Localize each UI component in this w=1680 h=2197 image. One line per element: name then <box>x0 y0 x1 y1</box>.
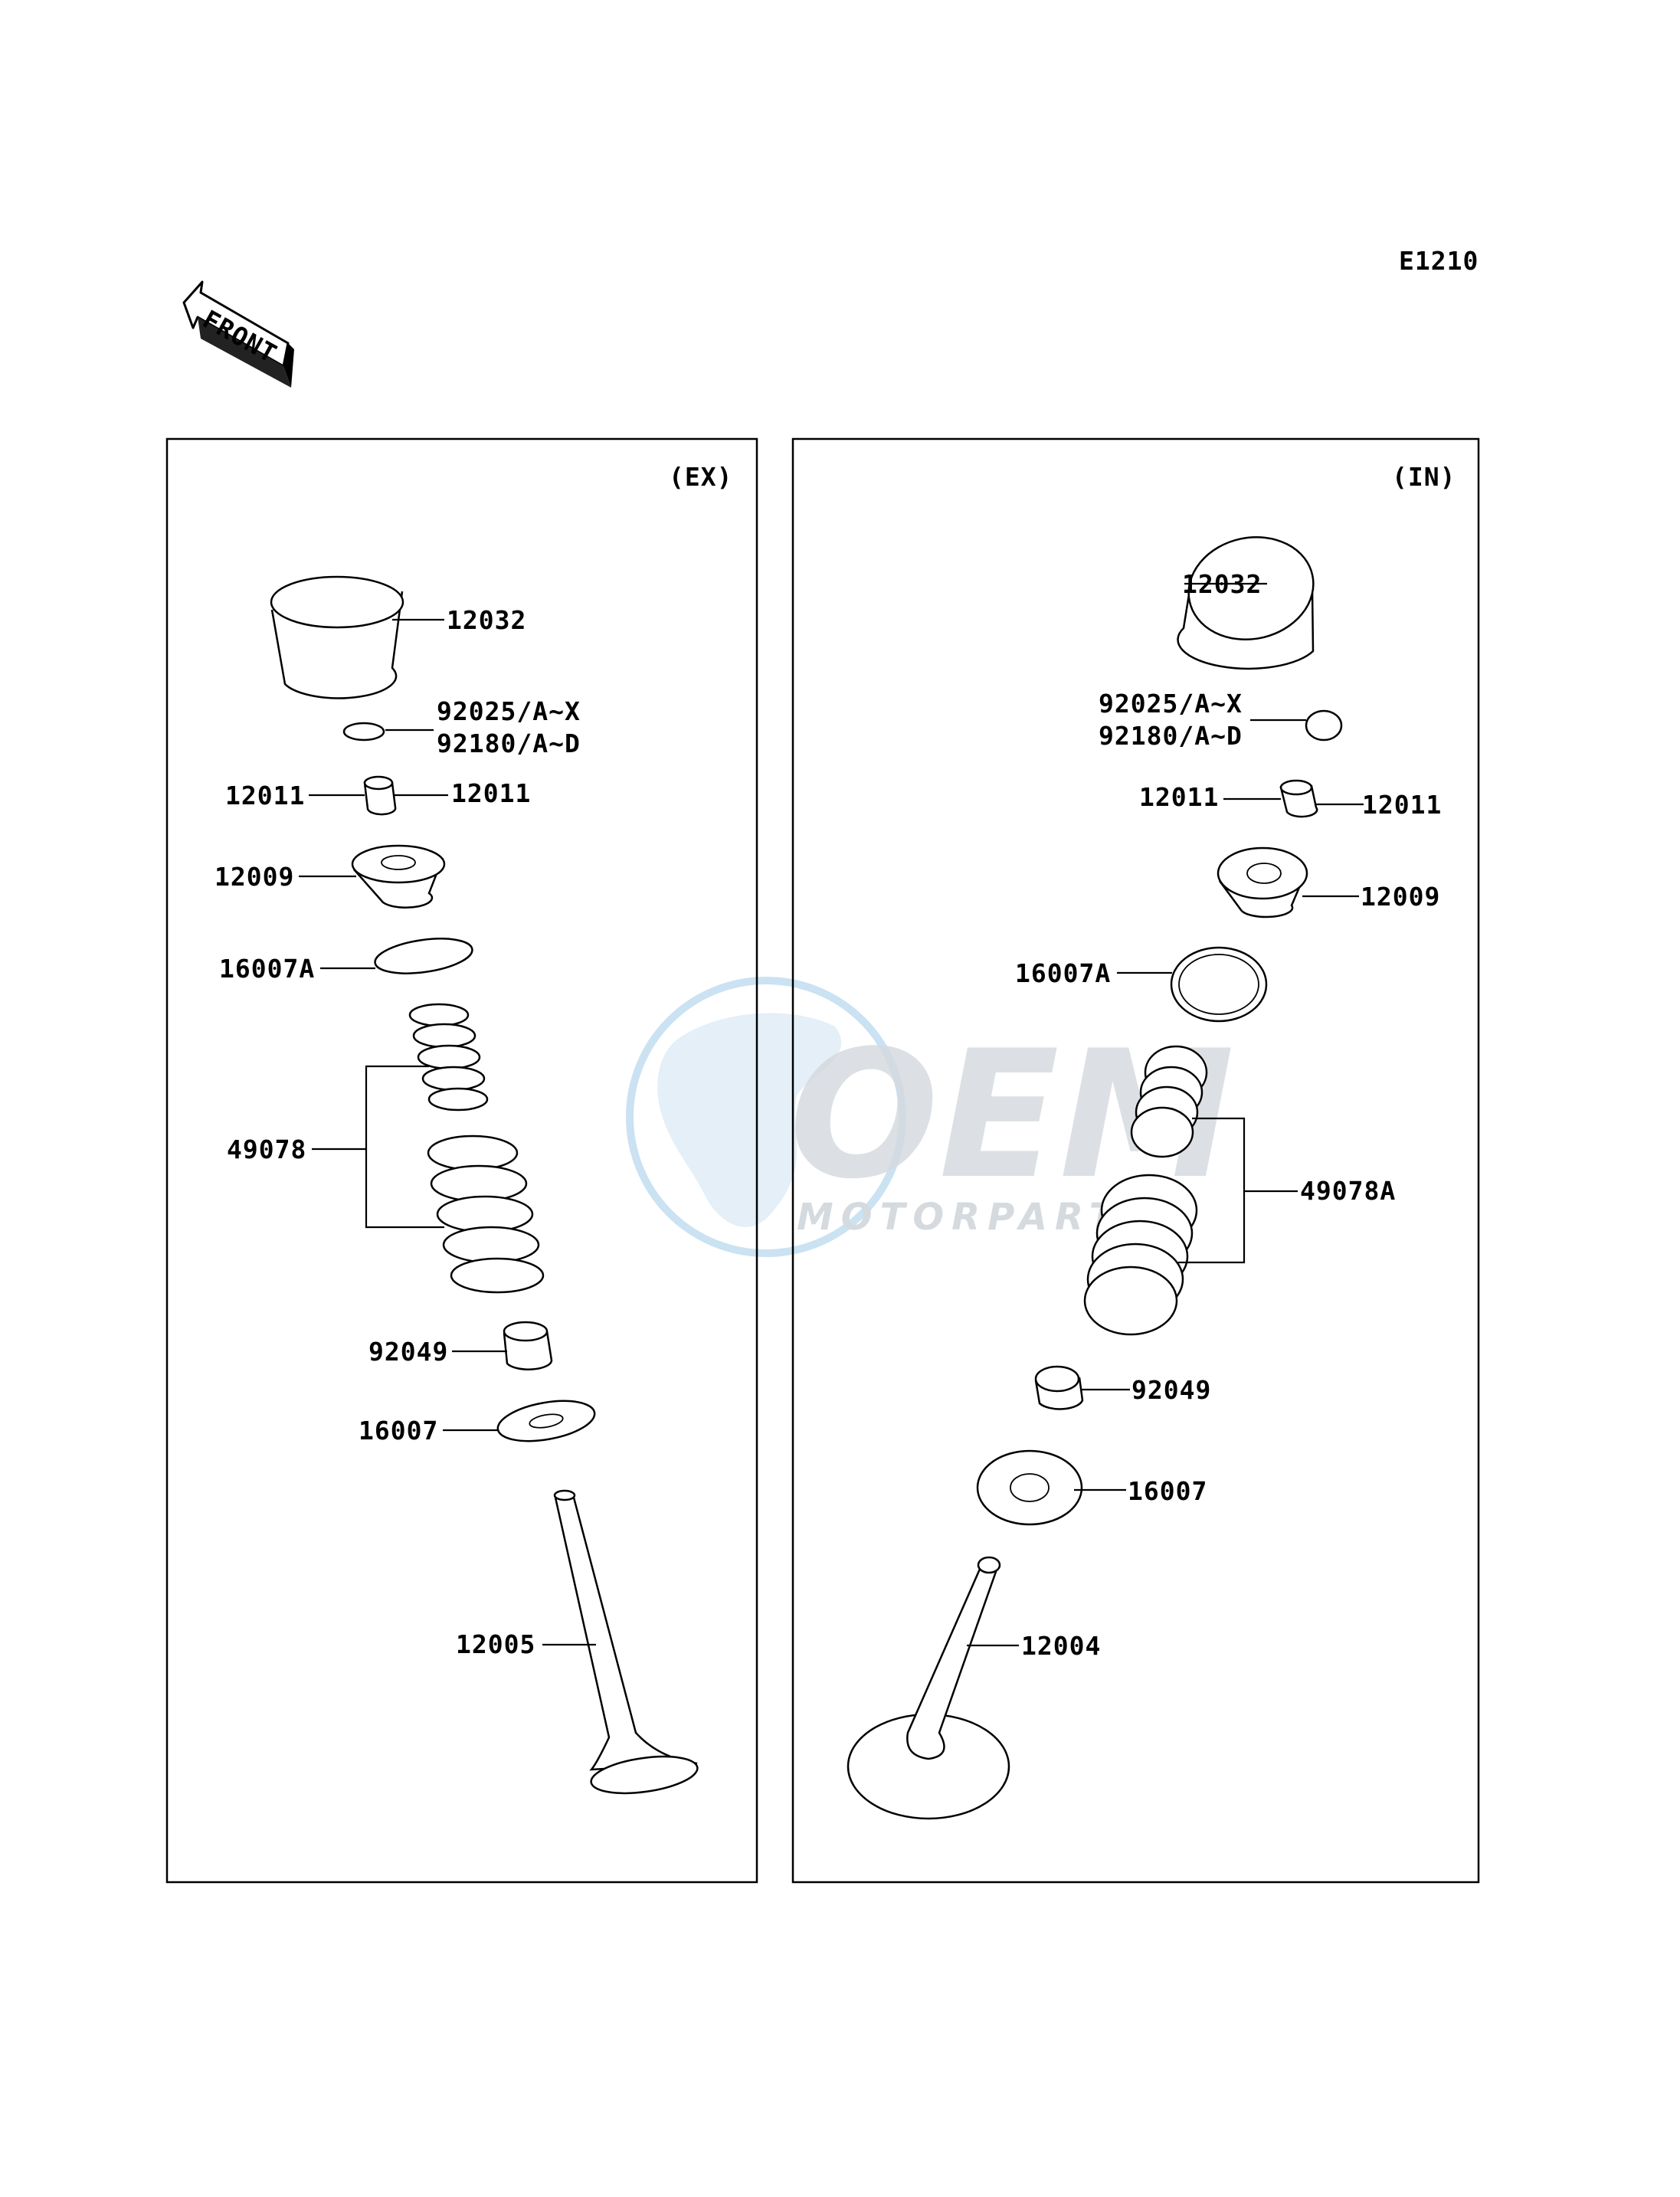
label-valve: 12005 <box>456 1629 535 1659</box>
label-retainer: 12009 <box>215 862 294 892</box>
label-spring-seat-a: 16007A <box>1015 958 1111 988</box>
exhaust-valve-part <box>553 1489 699 1795</box>
label-tappet: 12032 <box>447 605 526 635</box>
label-spring-seat-a: 16007A <box>219 954 315 984</box>
outer-spring <box>1083 1174 1198 1336</box>
watermark-sub: MOTORPARTS <box>797 1196 1156 1239</box>
label-retainer: 12009 <box>1361 882 1440 912</box>
inner-spring <box>1130 1045 1208 1158</box>
label-cotter-left: 12011 <box>1139 782 1219 812</box>
inner-spring <box>408 1003 489 1112</box>
shim-part <box>1305 709 1343 742</box>
spring-seat-a-part <box>374 938 473 974</box>
spring-seat-a-part <box>1170 946 1268 1023</box>
diagram-code: E1210 <box>1399 246 1479 276</box>
label-shim-1: 92025/A~X <box>437 696 581 726</box>
label-spring-set: 49078 <box>227 1135 306 1164</box>
panel-exhaust: (EX) 12032 92025/A~X 92180/A~D 12011 120… <box>165 437 758 1884</box>
cotter-part <box>1279 779 1318 818</box>
valve-spring-set-part <box>1083 1045 1208 1336</box>
spring-seat-part <box>976 1449 1083 1526</box>
label-stem-seal: 92049 <box>368 1337 448 1367</box>
spring-seat-part <box>496 1400 596 1442</box>
label-valve: 12004 <box>1021 1631 1101 1661</box>
panel-header-in: (IN) <box>1392 462 1456 492</box>
panel-intake: (IN) 12032 92025/A~X 92180/A~D 12011 120… <box>791 437 1480 1884</box>
shim-part <box>342 722 385 742</box>
label-cotter-right: 12011 <box>1362 790 1442 820</box>
label-stem-seal: 92049 <box>1131 1375 1211 1405</box>
outer-spring <box>427 1135 545 1294</box>
cotter-part <box>363 775 397 816</box>
label-cotter-left: 12011 <box>225 781 305 810</box>
front-arrow-icon: FRONT <box>182 280 294 388</box>
tappet-part <box>270 575 404 699</box>
stem-seal-part <box>503 1321 553 1370</box>
label-spring-set: 49078A <box>1300 1176 1396 1206</box>
stem-seal-part <box>1034 1365 1084 1410</box>
retainer-part <box>1217 846 1308 918</box>
retainer-part <box>351 844 446 909</box>
intake-valve-part <box>847 1556 1010 1820</box>
label-spring-seat: 16007 <box>1128 1476 1207 1506</box>
valve-spring-set-part <box>408 1003 545 1294</box>
label-tappet: 12032 <box>1182 569 1262 599</box>
label-spring-seat: 16007 <box>359 1416 438 1446</box>
label-shim-2: 92180/A~D <box>437 729 581 758</box>
tappet-part <box>1177 535 1315 670</box>
label-shim-1: 92025/A~X <box>1099 689 1243 719</box>
label-cotter-right: 12011 <box>451 778 531 808</box>
panel-header-ex: (EX) <box>669 462 732 492</box>
label-shim-2: 92180/A~D <box>1099 721 1243 751</box>
